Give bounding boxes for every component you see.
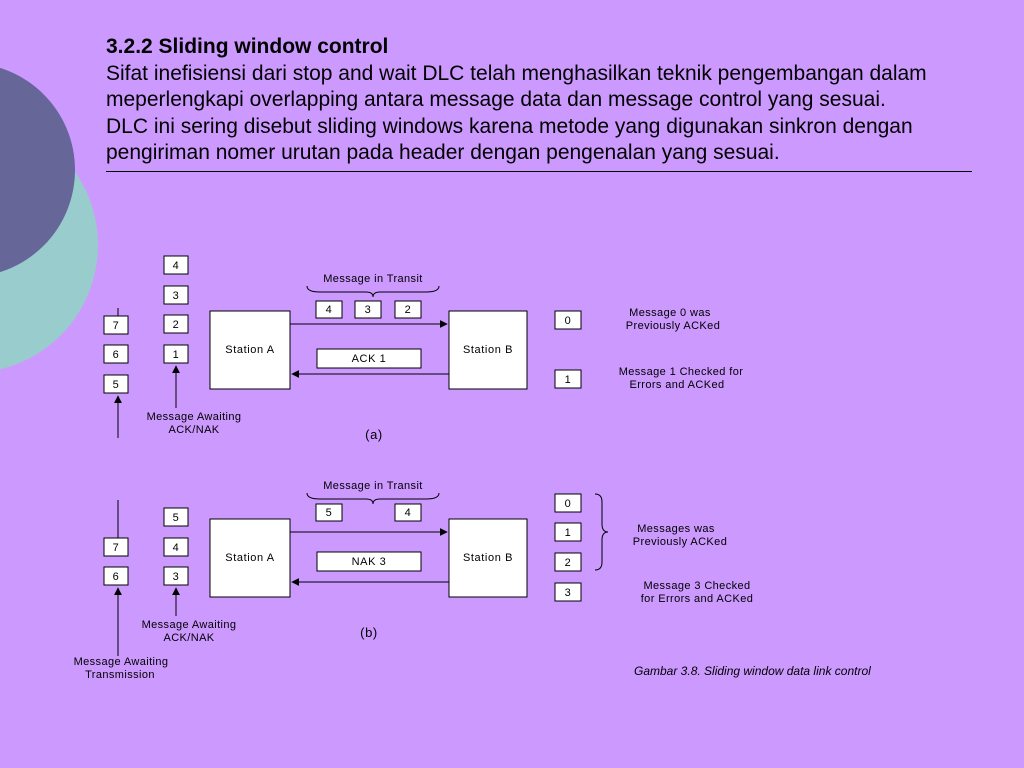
queue-left-box [103,537,129,557]
paragraph-1: Sifat inefisiensi dari stop and wait DLC… [106,61,927,112]
received-group-brace [594,493,609,571]
queue-left-label: 6 [113,571,120,583]
station-a-label: Station A [225,552,274,564]
paragraph-2: DLC ini sering disebut sliding windows k… [106,114,913,165]
transit-box [315,503,343,522]
transit-box [394,503,422,522]
queue-mid-box [163,537,189,557]
note-message-1: Errors and ACKed [629,379,724,391]
queue-mid-label: 4 [173,542,180,554]
note-message-1: Message 1 Checked for [619,366,744,378]
received-label: 0 [565,498,572,510]
queue-left-label: 7 [113,542,120,554]
note-message-0: Message 0 was [629,307,711,319]
decor-circle-dark [0,67,75,273]
note-message-0: Previously ACKed [626,320,720,332]
transit-box [354,300,382,319]
transit-label: Message in Transit [323,480,423,492]
note-message-3: for Errors and ACKed [641,593,754,605]
received-box [554,369,582,389]
ack-box [316,348,422,369]
note-message-3: Message 3 Checked [643,580,750,592]
queue-mid-box [163,566,189,586]
diagram-a-label: (a) [365,427,383,442]
awaiting-ack-label: ACK/NAK [168,424,219,436]
note-messages-group: Messages was [637,523,715,535]
queue-left-box [103,374,129,394]
queue-mid-label: 2 [173,319,180,331]
awaiting-ack-label: Message Awaiting [142,619,237,631]
slide-text: 3.2.2 Sliding window control Sifat inefi… [106,34,976,167]
queue-left-label: 5 [113,379,120,391]
slide-heading: 3.2.2 Sliding window control [106,35,389,58]
ack-label: ACK 1 [352,353,387,365]
station-b-box [448,310,528,390]
queue-left-label: 7 [113,320,120,332]
diagram-b: 7 6 5 4 3 Message Awaiting ACK/NAK Messa… [74,480,754,681]
awaiting-transmission-label: Message Awaiting [74,656,169,668]
queue-mid-label: 5 [173,512,180,524]
transit-box [394,300,422,319]
station-a-box [209,518,291,598]
queue-mid-box [163,507,189,527]
station-b-label: Station B [463,552,513,564]
station-b-box [448,518,528,598]
transit-box [315,300,343,319]
queue-mid-box [163,344,189,364]
queue-left-label: 6 [113,349,120,361]
slide-decoration [0,67,98,370]
queue-mid-box [163,255,189,275]
received-box [554,582,582,602]
diagram-a: 7 6 5 4 3 2 1 Message Awaiting ACK/NAK S… [103,255,744,442]
nak-box [316,551,422,572]
transit-label: Message in Transit [323,273,423,285]
station-a-box [209,310,291,390]
received-box [554,310,582,330]
transit-box-label: 4 [405,507,412,519]
queue-left-box [103,315,129,335]
diagram-b-label: (b) [360,625,378,640]
awaiting-ack-label: ACK/NAK [163,632,214,644]
station-a-label: Station A [225,344,274,356]
received-box [554,552,582,572]
queue-mid-label: 3 [173,290,180,302]
received-label: 0 [565,315,572,327]
transit-brace [306,492,440,505]
divider-line [106,171,972,172]
awaiting-ack-label: Message Awaiting [147,411,242,423]
awaiting-transmission-label: Transmission [85,669,155,681]
station-b-label: Station B [463,344,513,356]
queue-left-box [103,344,129,364]
queue-mid-label: 3 [173,571,180,583]
figure-caption: Gambar 3.8. Sliding window data link con… [634,664,871,678]
transit-box-label: 2 [405,304,412,316]
received-label: 1 [565,374,572,386]
nak-label: NAK 3 [352,556,387,568]
transit-box-label: 4 [326,304,333,316]
queue-left-box [103,566,129,586]
received-label: 3 [565,587,572,599]
queue-mid-box [163,285,189,305]
queue-mid-box [163,314,189,334]
received-box [554,493,582,513]
transit-brace [306,285,440,298]
received-label: 1 [565,527,572,539]
queue-mid-label: 4 [173,260,180,272]
queue-mid-label: 1 [173,349,180,361]
note-messages-group: Previously ACKed [633,536,727,548]
transit-box-label: 3 [365,304,372,316]
received-label: 2 [565,557,572,569]
transit-box-label: 5 [326,507,333,519]
received-box [554,522,582,542]
